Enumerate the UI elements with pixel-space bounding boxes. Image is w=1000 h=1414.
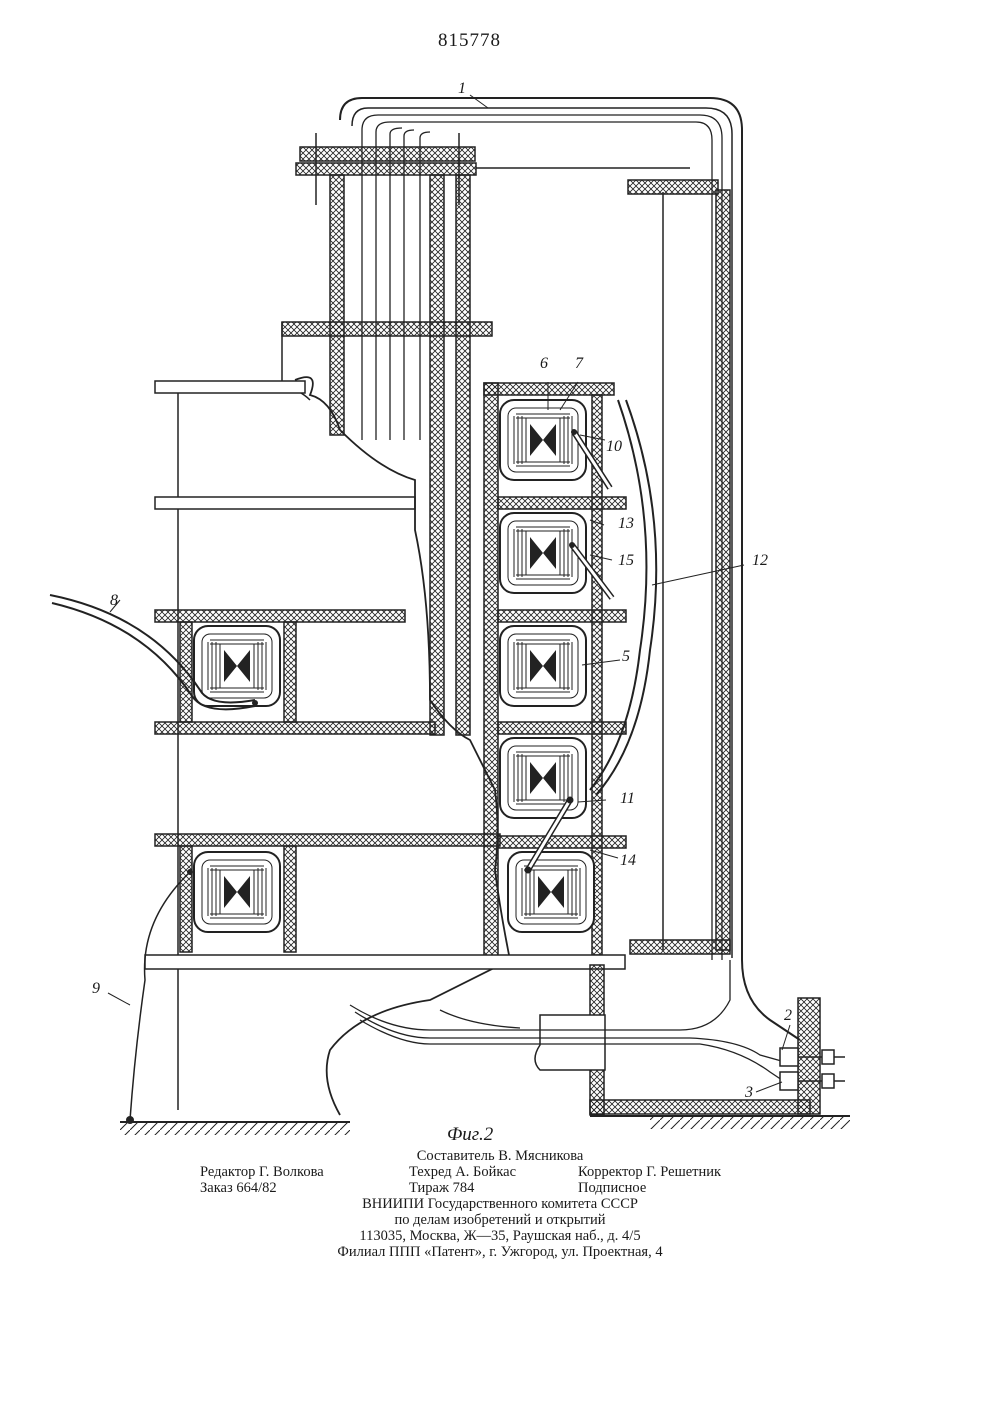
ref-numeral-12: 12 (752, 552, 768, 570)
imprint-circulation: Тираж 784 (409, 1180, 474, 1197)
imprint-tech-editor: Техред А. Бойкас (409, 1164, 516, 1181)
ref-numeral-5: 5 (622, 648, 630, 666)
ref-numeral-2: 2 (784, 1007, 792, 1025)
imprint-committee: по делам изобретений и открытий (0, 1212, 1000, 1229)
imprint-compiler: Составитель В. Мясникова (0, 1148, 1000, 1165)
ref-numeral-11: 11 (620, 790, 635, 808)
imprint-order: Заказ 664/82 (200, 1180, 277, 1197)
imprint-proofreader: Корректор Г. Решетник (578, 1164, 721, 1181)
imprint-organization: ВНИИПИ Государственного комитета СССР (0, 1196, 1000, 1213)
ref-numeral-14: 14 (620, 852, 636, 870)
ref-numeral-8: 8 (110, 592, 118, 610)
imprint-branch: Филиал ППП «Патент», г. Ужгород, ул. Про… (0, 1244, 1000, 1261)
ref-numeral-15: 15 (618, 552, 634, 570)
technical-drawing (0, 0, 1000, 1150)
imprint-subscription: Подписное (578, 1180, 646, 1197)
figure-caption: Фиг.2 (447, 1124, 493, 1146)
imprint-editor: Редактор Г. Волкова (200, 1164, 324, 1181)
ref-numeral-13: 13 (618, 515, 634, 533)
ref-numeral-3: 3 (745, 1084, 753, 1102)
ref-numeral-6: 6 (540, 355, 548, 373)
ref-numeral-1: 1 (458, 80, 466, 98)
imprint-address: 113035, Москва, Ж—35, Раушская наб., д. … (0, 1228, 1000, 1245)
ref-numeral-9: 9 (92, 980, 100, 998)
ref-numeral-10: 10 (606, 438, 622, 456)
ref-numeral-7: 7 (575, 355, 583, 373)
